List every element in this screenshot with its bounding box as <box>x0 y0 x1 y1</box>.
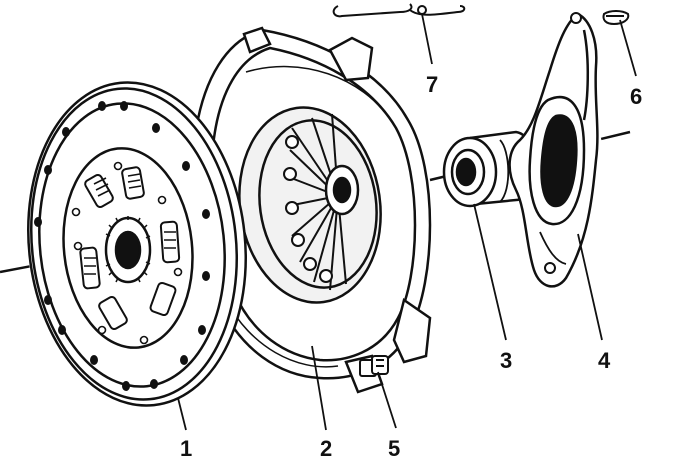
callout-labels: 1 2 3 4 5 6 7 <box>180 72 642 461</box>
leader-7 <box>421 13 433 65</box>
leader-5 <box>377 371 397 429</box>
callout-2: 2 <box>320 436 332 461</box>
callout-1: 1 <box>180 436 192 461</box>
leader-4 <box>577 233 603 341</box>
leader-6 <box>619 19 637 77</box>
leader-3 <box>473 203 507 341</box>
leader-1 <box>177 397 187 431</box>
bolt <box>359 355 389 377</box>
release-fork <box>508 12 599 288</box>
callout-6: 6 <box>630 84 642 109</box>
pivot-pin <box>602 10 630 26</box>
leader-lines <box>177 13 637 431</box>
retaining-spring <box>332 3 466 18</box>
leader-2 <box>311 345 327 431</box>
clutch-disc <box>27 81 247 407</box>
pressure-plate <box>190 26 432 394</box>
callout-4: 4 <box>598 348 611 373</box>
callout-3: 3 <box>500 348 512 373</box>
callout-5: 5 <box>388 436 400 461</box>
callout-7: 7 <box>426 72 438 97</box>
